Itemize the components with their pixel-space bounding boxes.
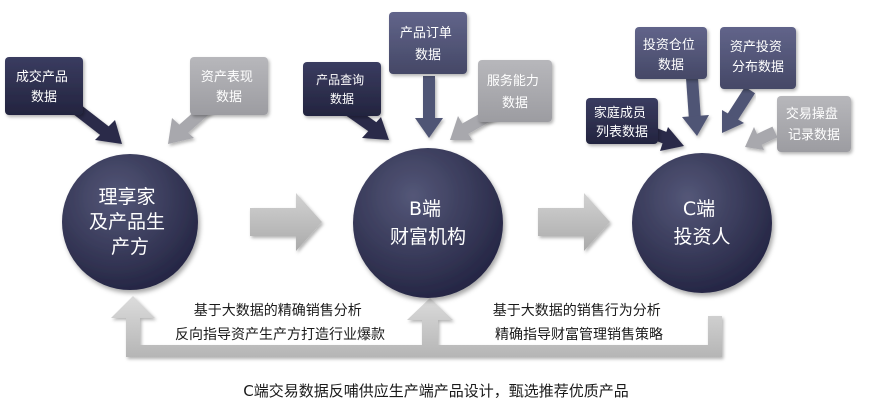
box-asset-allocation: 资产投资 分布数据 xyxy=(720,27,796,89)
flow-arrow-producer-to-institution xyxy=(250,193,322,251)
arrow-product-order xyxy=(415,76,443,138)
feedback-loop-arrow xyxy=(111,296,722,357)
svg-text:B端 财富机构: B端 财富机构 xyxy=(390,198,466,248)
svg-text:理享家 及产品生 产方: 理享家 及产品生 产方 xyxy=(89,186,171,258)
svg-text:家庭成员 列表数据: 家庭成员 列表数据 xyxy=(594,105,650,140)
box-deal-products: 成交产品 数据 xyxy=(5,57,83,115)
flow-arrow-institution-to-investor xyxy=(538,193,610,251)
circle-producer: 理享家 及产品生 产方 xyxy=(62,154,198,290)
box-service-capability: 服务能力 数据 xyxy=(478,60,552,122)
arrow-trading-records xyxy=(745,126,778,150)
svg-text:交易操盘 记录数据: 交易操盘 记录数据 xyxy=(786,106,842,143)
svg-text:C端 投资人: C端 投资人 xyxy=(673,198,730,248)
caption-right: 基于大数据的销售行为分析 精确指导财富管理销售策略 xyxy=(493,302,665,343)
circle-investor: C端 投资人 xyxy=(632,153,772,293)
svg-text:服务能力 数据: 服务能力 数据 xyxy=(487,73,543,111)
box-trading-records: 交易操盘 记录数据 xyxy=(777,96,851,152)
box-family-members: 家庭成员 列表数据 xyxy=(586,98,658,144)
box-asset-performance: 资产表现 数据 xyxy=(190,57,268,115)
svg-text:资产投资 分布数据: 资产投资 分布数据 xyxy=(730,39,786,75)
svg-text:产品订单 数据: 产品订单 数据 xyxy=(400,26,456,63)
caption-left: 基于大数据的精确销售分析 反向指导资产生产方打造行业爆款 xyxy=(175,302,385,343)
svg-text:成交产品 数据: 成交产品 数据 xyxy=(16,69,72,105)
arrow-asset-allocation xyxy=(722,86,756,133)
box-product-order: 产品订单 数据 xyxy=(389,12,467,74)
box-product-query: 产品查询 数据 xyxy=(303,62,381,116)
circle-institution: B端 财富机构 xyxy=(353,148,503,298)
footer-text: C端交易数据反哺供应生产端产品设计，甄选推荐优质产品 xyxy=(243,382,628,400)
svg-text:资产表现 数据: 资产表现 数据 xyxy=(201,70,257,105)
svg-text:投资仓位 数据: 投资仓位 数据 xyxy=(643,37,699,73)
box-investment-position: 投资仓位 数据 xyxy=(635,27,707,79)
arrow-investment-position xyxy=(682,77,709,136)
svg-text:产品查询 数据: 产品查询 数据 xyxy=(316,73,368,106)
